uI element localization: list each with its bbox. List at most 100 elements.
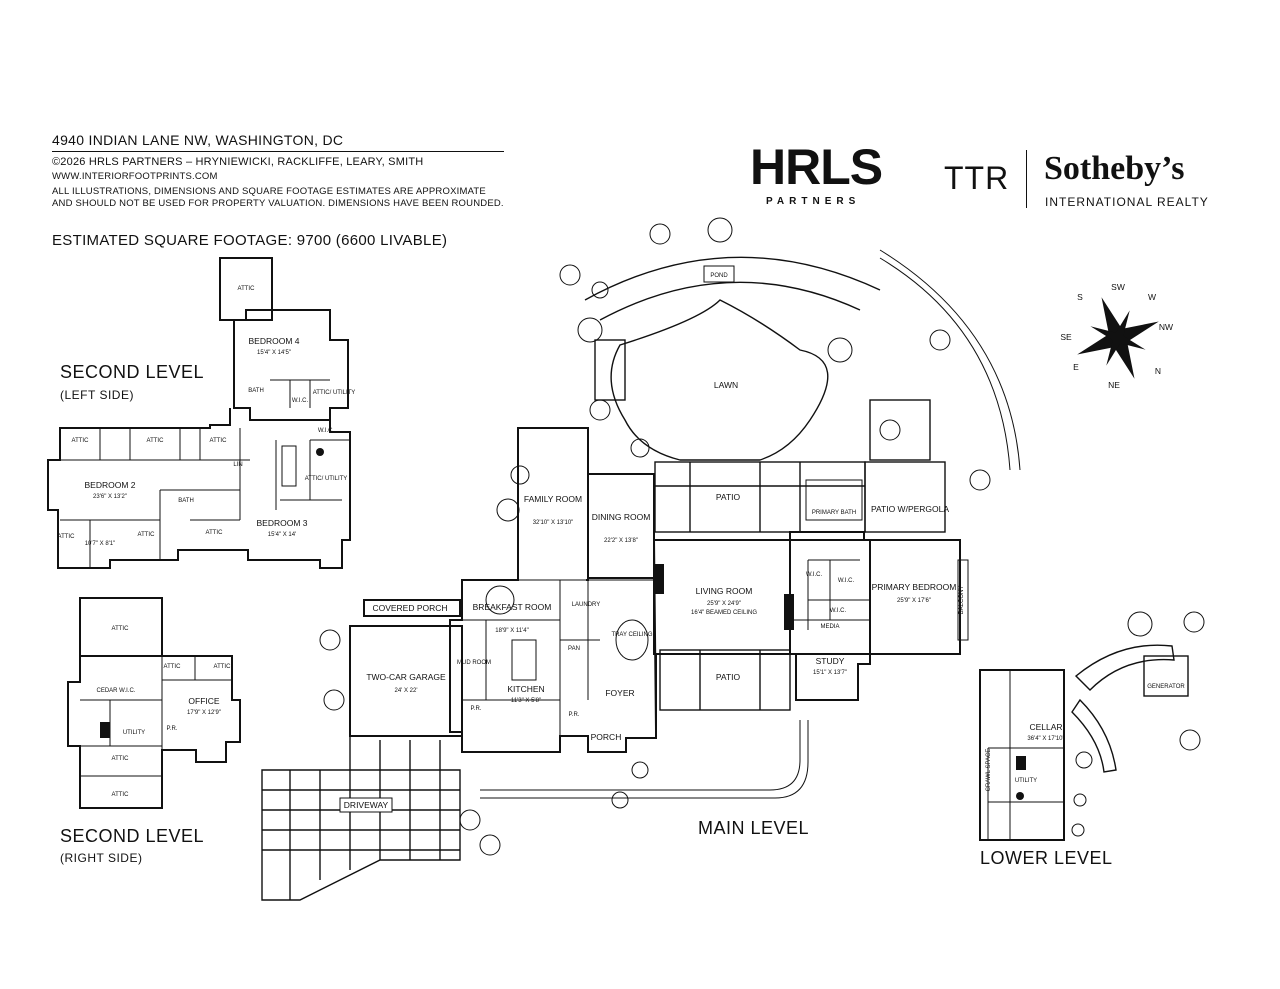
living-room-label: LIVING ROOM: [696, 586, 753, 596]
partners-label: PARTNERS: [766, 196, 861, 207]
lawn-label: LAWN: [714, 380, 738, 390]
attic-label: ATTIC: [112, 756, 130, 762]
porch-label: PORCH: [591, 732, 622, 742]
living-room-dimensions: 25'9" X 24'9": [707, 601, 741, 607]
bedroom3-label: BEDROOM 3: [256, 518, 307, 528]
bath-label: BATH: [248, 388, 264, 394]
laundry-label: LAUNDRY: [572, 602, 601, 608]
wic-label: W.I.C.: [806, 572, 823, 578]
utility-label: UTILITY: [1015, 778, 1037, 784]
foyer-label: FOYER: [605, 688, 634, 698]
driveway-label: DRIVEWAY: [344, 800, 389, 810]
attic-label: ATTIC: [72, 438, 90, 444]
patio-label: PATIO: [716, 492, 741, 502]
utility-label: UTILITY: [123, 730, 145, 736]
attic-label: ATTIC: [238, 286, 256, 292]
family-room-dimensions: 32'10" X 13'10": [533, 520, 574, 526]
closet-dimensions: 10'7" X 8'1": [85, 541, 116, 547]
cellar-label: CELLAR: [1029, 722, 1062, 732]
compass-nw: NW: [1159, 322, 1173, 332]
wic-label: W.I.C.: [318, 428, 335, 434]
disclaimer-1: ALL ILLUSTRATIONS, DIMENSIONS AND SQUARE…: [52, 186, 486, 197]
primary-bedroom-dimensions: 25'9" X 17'6": [897, 598, 931, 604]
attic-label: ATTIC: [58, 534, 76, 540]
attic-label: ATTIC: [164, 664, 182, 670]
wic-label: W.I.C.: [292, 398, 309, 404]
cellar-dimensions: 36'4" X 17'10": [1027, 736, 1064, 742]
tree-icons: [319, 217, 991, 856]
office-dimensions: 17'9" X 12'9": [187, 710, 221, 716]
compass-se: SE: [1060, 332, 1072, 342]
covered-porch-label: COVERED PORCH: [372, 603, 447, 613]
bath-label: BATH: [178, 498, 194, 504]
attic-utility-label: ATTIC/ UTILITY: [313, 390, 356, 396]
logo-divider: [1026, 150, 1027, 208]
generator-label: GENERATOR: [1147, 684, 1185, 690]
living-room-ceiling-note: 16'4" BEAMED CEILING: [691, 610, 757, 616]
main-level-title: MAIN LEVEL: [698, 818, 810, 838]
compass-sw: SW: [1111, 282, 1125, 292]
attic-label: ATTIC: [147, 438, 165, 444]
second-level-left-subtitle: (LEFT SIDE): [60, 388, 134, 402]
office-label: OFFICE: [188, 696, 219, 706]
tray-ceiling-label: TRAY CEILING: [611, 632, 652, 638]
dining-room-dimensions: 22'2" X 13'8": [604, 538, 638, 544]
second-level-right-subtitle: (RIGHT SIDE): [60, 851, 143, 865]
powder-room-label: P.R.: [167, 726, 178, 732]
kitchen-label: KITCHEN: [507, 684, 544, 694]
pond-label: POND: [710, 273, 728, 279]
bedroom2-dimensions: 23'6" X 13'2": [93, 494, 127, 500]
compass-ne: NE: [1108, 380, 1120, 390]
main-level-plan: POND LAWN PATIO PATIO PATIO W/PERGOLA PR…: [261, 217, 1021, 901]
mud-room-label: MUD ROOM: [457, 660, 491, 666]
primary-bath-label: PRIMARY BATH: [812, 510, 856, 516]
powder-room-label: P.R.: [569, 712, 580, 718]
disclaimer-2: AND SHOULD NOT BE USED FOR PROPERTY VALU…: [52, 198, 504, 209]
attic-label: ATTIC: [138, 532, 156, 538]
attic-label: ATTIC: [214, 664, 232, 670]
balcony-label: BALCONY: [959, 586, 965, 615]
powder-room-label: P.R.: [471, 706, 482, 712]
compass-icon: S SW W NW N NE E SE: [1060, 282, 1173, 390]
breakfast-room-dimensions: 18'9" X 11'4": [495, 628, 528, 634]
sothebys-logo: Sotheby’s: [1044, 150, 1185, 187]
compass-s: S: [1077, 292, 1083, 302]
attic-label: ATTIC: [210, 438, 228, 444]
header-block: 4940 INDIAN LANE NW, WASHINGTON, DC ©202…: [52, 132, 504, 210]
wic-label: W.I.C.: [838, 578, 855, 584]
bedroom4-label: BEDROOM 4: [248, 336, 299, 346]
attic-label: ATTIC: [112, 626, 130, 632]
compass-e: E: [1073, 362, 1079, 372]
primary-bedroom-label: PRIMARY BEDROOM: [872, 582, 957, 592]
dining-room-label: DINING ROOM: [592, 512, 651, 522]
linen-label: LIN: [233, 462, 242, 468]
website: WWW.INTERIORFOOTPRINTS.COM: [52, 171, 218, 182]
media-label: MEDIA: [820, 624, 839, 630]
hrls-logo: HRLS: [750, 139, 883, 195]
garage-dimensions: 24' X 22': [395, 688, 418, 694]
lower-level-title: LOWER LEVEL: [980, 848, 1113, 868]
square-footage: ESTIMATED SQUARE FOOTAGE: 9700 (6600 LIV…: [52, 232, 448, 249]
attic-utility-label-2: ATTIC/ UTILITY: [305, 476, 348, 482]
pantry-label: PAN: [568, 646, 580, 652]
compass-n: N: [1155, 366, 1161, 376]
attic-label: ATTIC: [206, 530, 224, 536]
ttr-logo: TTR: [944, 160, 1010, 196]
second-level-right-plan: ATTIC CEDAR W.I.C. ATTIC ATTIC OFFICE 17…: [67, 597, 241, 809]
bedroom2-label: BEDROOM 2: [84, 480, 135, 490]
international-realty-label: INTERNATIONAL REALTY: [1045, 195, 1209, 209]
second-level-left-title: SECOND LEVEL: [60, 362, 205, 382]
attic-label: ATTIC: [112, 792, 130, 798]
bedroom4-dimensions: 15'4" X 14'5": [257, 350, 291, 356]
copyright: ©2026 HRLS PARTNERS – HRYNIEWICKI, RACKL…: [52, 156, 424, 168]
family-room-label: FAMILY ROOM: [524, 494, 582, 504]
lower-level-plan: CELLAR 36'4" X 17'10" UTILITY CRAWL SPAC…: [979, 611, 1205, 841]
patio-pergola-label: PATIO W/PERGOLA: [871, 504, 949, 514]
crawl-space-label: CRAWL SPACE: [986, 749, 992, 792]
study-dimensions: 15'1" X 13'7": [813, 670, 847, 676]
study-label: STUDY: [816, 656, 845, 666]
second-level-right-title: SECOND LEVEL: [60, 826, 205, 846]
kitchen-dimensions: 11'3" X 5'8": [511, 698, 541, 704]
cedar-wic-label: CEDAR W.I.C.: [96, 688, 135, 694]
